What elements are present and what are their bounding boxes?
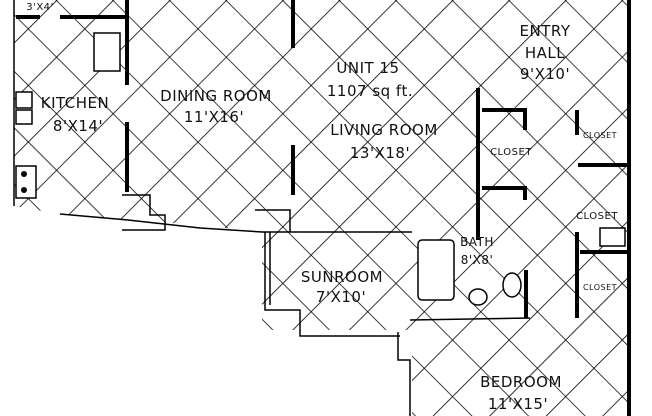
closet-label: CLOSET: [583, 283, 617, 292]
entry-hall-label-1: ENTRY: [520, 22, 571, 40]
unit-name: UNIT 15: [336, 59, 399, 77]
dining-room-size: 11'X16': [184, 108, 244, 126]
living-room-label: LIVING ROOM: [330, 121, 438, 139]
sink: [468, 288, 488, 306]
walls: [13, 0, 631, 416]
sunroom-label: SUNROOM: [301, 268, 383, 286]
entry-hall-label-2: HALL: [525, 44, 565, 62]
bathtub: [417, 239, 455, 301]
closet-label: CLOSET: [490, 147, 532, 158]
bath-size: 8'X8': [461, 253, 494, 267]
closet-label: CLOSET: [576, 211, 618, 222]
closet-label: CLOSET: [583, 131, 617, 140]
fixtures: [15, 32, 626, 306]
unit-area: 1107 sq ft.: [327, 82, 413, 100]
living-room-size: 13'X18': [350, 144, 410, 162]
toilet: [502, 272, 522, 298]
entry-hall-size: 9'X10': [520, 65, 570, 83]
sunroom-size: 7'X10': [316, 288, 366, 306]
bedroom-label: BEDROOM: [480, 373, 562, 391]
floor-hatch: [14, 0, 628, 416]
small-room-size: 3'X4': [26, 2, 54, 13]
dining-room-label: DINING ROOM: [160, 87, 272, 105]
bedroom-size: 11'X15': [488, 395, 548, 413]
kitchen-label: KITCHEN: [41, 94, 110, 112]
bath-label: BATH: [460, 235, 494, 249]
kitchen-size: 8'X14': [53, 117, 103, 135]
